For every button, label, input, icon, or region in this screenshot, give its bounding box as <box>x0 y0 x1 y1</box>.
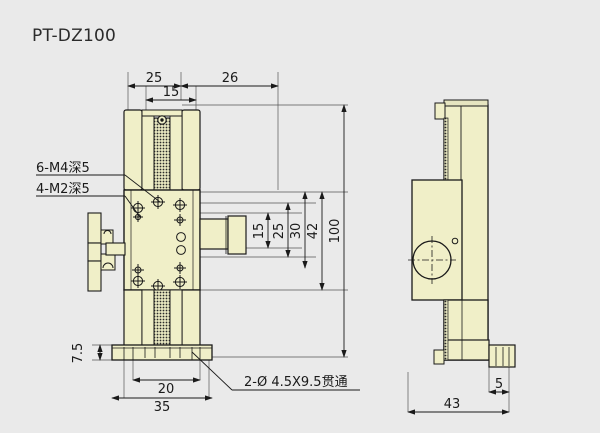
dim-label-100-vert: 100 <box>328 219 343 244</box>
dim-label-25-top: 25 <box>146 71 163 86</box>
front-view-body-block <box>123 189 201 293</box>
front-view-right-stage-block <box>199 215 247 255</box>
dimension-labels: 25 26 15 20 35 7.5 15 25 30 42 100 5 43 <box>71 71 503 415</box>
page-title: PT-DZ100 <box>32 26 116 46</box>
front-view-base-flange <box>111 344 213 361</box>
dim-label-35: 35 <box>154 400 171 415</box>
dim-label-25-vert: 25 <box>272 223 287 240</box>
note-thru-hole-label: 2-Ø 4.5X9.5贯通 <box>244 375 348 390</box>
front-view-lower-rail <box>123 289 201 359</box>
front-view <box>87 109 247 361</box>
front-view-upper-rail <box>123 109 201 191</box>
dim-label-7-5: 7.5 <box>71 343 86 364</box>
dim-label-15-vert: 15 <box>252 223 267 240</box>
dim-label-42-vert: 42 <box>306 223 321 240</box>
extension-lines <box>92 72 510 412</box>
note-4-m2-label: 4-M2深5 <box>36 182 90 197</box>
front-view-adjustment-knob <box>87 212 126 292</box>
note-6-m4-label: 6-M4深5 <box>36 161 90 176</box>
dim-label-30-vert: 30 <box>289 223 304 240</box>
dim-label-26: 26 <box>222 71 239 86</box>
note-labels: 6-M4深5 4-M2深5 2-Ø 4.5X9.5贯通 <box>36 161 348 390</box>
dim-label-20: 20 <box>158 382 175 397</box>
dim-label-43: 43 <box>444 397 461 412</box>
dim-label-15-top: 15 <box>163 85 180 100</box>
side-view <box>408 99 516 368</box>
dimension-lines <box>97 83 510 415</box>
note-leaders <box>36 174 360 391</box>
dim-label-5: 5 <box>495 377 503 392</box>
